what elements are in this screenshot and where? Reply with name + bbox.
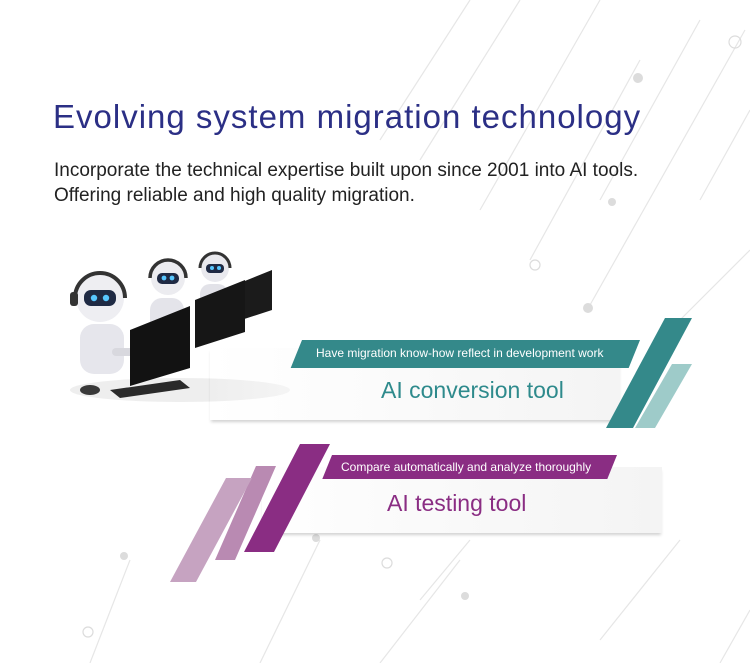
page-subtitle: Incorporate the technical expertise buil… (54, 158, 714, 208)
subtitle-line-2: Offering reliable and high quality migra… (54, 185, 415, 206)
page-title: Evolving system migration technology (53, 98, 642, 135)
ai-testing-tool-tag-text: Compare automatically and analyze thorou… (341, 460, 592, 474)
ai-testing-tool-heading[interactable]: AI testing tool (387, 490, 527, 516)
ai-conversion-tool-tag-text: Have migration know-how reflect in devel… (316, 346, 604, 360)
subtitle-line-1: Incorporate the technical expertise buil… (54, 160, 639, 181)
ai-conversion-tool-heading[interactable]: AI conversion tool (381, 377, 564, 403)
